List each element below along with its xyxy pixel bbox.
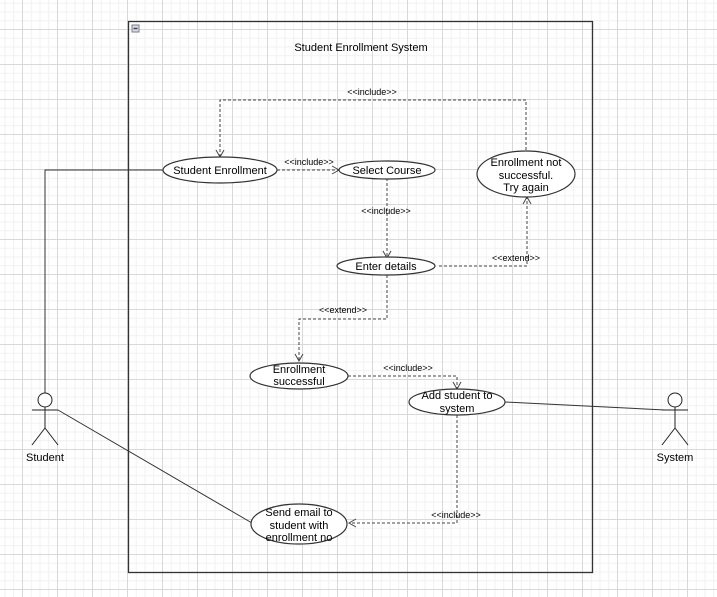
- relation-include-retry[interactable]: [215, 99, 527, 159]
- minus-square-icon[interactable]: [131, 24, 140, 33]
- stereotype-label: <<include>>: [361, 206, 411, 216]
- svg-text:enrollment no: enrollment no: [266, 532, 333, 544]
- relation-include-enter-details[interactable]: [382, 178, 392, 260]
- relation-include-select-course[interactable]: [277, 165, 341, 175]
- svg-text:Select Course: Select Course: [352, 165, 421, 177]
- svg-text:Enter details: Enter details: [355, 261, 417, 273]
- stereotype-label: <<include>>: [284, 157, 334, 167]
- use-case-send-email[interactable]: Send email to student with enrollment no: [250, 503, 348, 545]
- actor-student[interactable]: Student: [26, 392, 64, 464]
- stick-figure-icon: [31, 392, 59, 446]
- svg-text:Try again: Try again: [503, 182, 548, 194]
- stereotype-label: <<include>>: [383, 363, 433, 373]
- svg-text:successful.: successful.: [499, 170, 553, 182]
- svg-text:student with: student with: [270, 520, 329, 532]
- use-case-enter-details[interactable]: Enter details: [336, 256, 436, 276]
- use-case-enrollment-not-successful[interactable]: Enrollment not successful. Try again: [476, 150, 576, 198]
- svg-text:Student Enrollment: Student Enrollment: [173, 165, 267, 177]
- svg-text:Enrollment: Enrollment: [273, 364, 326, 376]
- stick-figure-icon: [661, 392, 689, 446]
- stereotype-label: <<extend>>: [492, 253, 540, 263]
- use-case-student-enrollment[interactable]: Student Enrollment: [162, 156, 278, 184]
- association-student-send-email[interactable]: [57, 409, 253, 524]
- system-title: Student Enrollment System: [294, 42, 427, 54]
- relation-extend-successful[interactable]: [294, 275, 388, 363]
- use-case-enrollment-successful[interactable]: Enrollment successful: [249, 362, 349, 390]
- use-case-select-course[interactable]: Select Course: [338, 160, 436, 180]
- svg-text:successful: successful: [273, 376, 324, 388]
- stereotype-label: <<include>>: [347, 87, 397, 97]
- relation-include-send-email[interactable]: [347, 415, 458, 528]
- svg-text:system: system: [440, 403, 475, 415]
- association-student-enrollment[interactable]: [44, 169, 164, 394]
- actor-label: System: [657, 452, 694, 464]
- svg-text:Enrollment not: Enrollment not: [491, 157, 562, 169]
- svg-text:Send email to: Send email to: [265, 507, 332, 519]
- svg-text:Add student to: Add student to: [422, 390, 493, 402]
- actor-system[interactable]: System: [657, 392, 694, 464]
- relation-include-add-student[interactable]: [348, 375, 462, 391]
- actor-label: Student: [26, 452, 64, 464]
- system-boundary[interactable]: [127, 20, 594, 574]
- association-system-add-student[interactable]: [504, 401, 666, 411]
- stereotype-label: <<extend>>: [319, 305, 367, 315]
- stereotype-label: <<include>>: [431, 510, 481, 520]
- use-case-add-student[interactable]: Add student to system: [408, 388, 506, 416]
